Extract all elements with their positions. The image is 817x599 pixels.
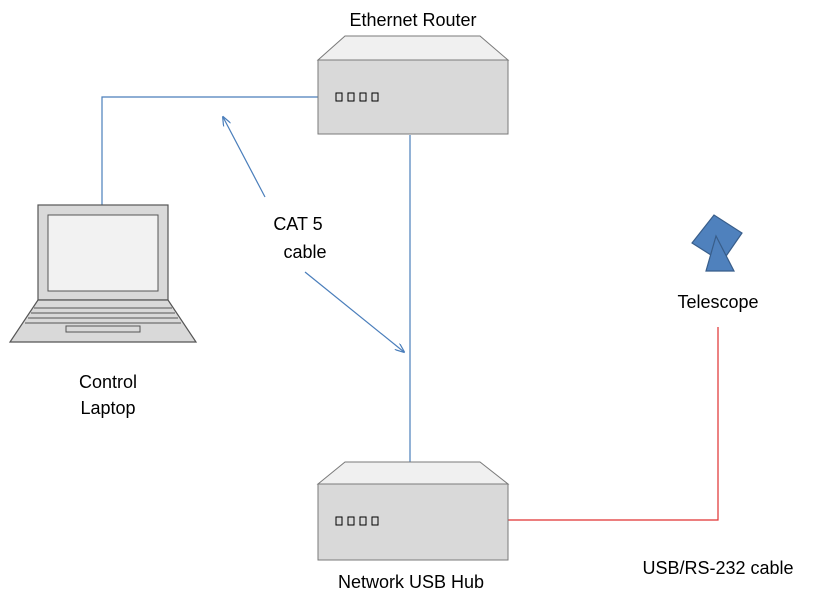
cat5-arrow-down — [304, 271, 404, 352]
hub-telescope-cable — [508, 327, 719, 521]
usb-cable-label: USB/RS-232 cable — [642, 558, 793, 578]
laptop-label-line2: Laptop — [80, 398, 135, 418]
hub-port-lights — [335, 516, 379, 526]
laptop-router-cable — [101, 96, 318, 205]
telescope-label: Telescope — [677, 292, 758, 312]
router-port-lights — [335, 92, 379, 102]
usb-hub-icon — [316, 461, 510, 561]
telescope-icon — [691, 214, 743, 272]
cat5-arrow-up — [223, 117, 266, 198]
laptop-label-line1: Control — [79, 372, 137, 392]
cable-label-line1: CAT 5 — [273, 214, 322, 234]
laptop-icon — [8, 204, 198, 343]
router-label: Ethernet Router — [349, 10, 476, 30]
cable-label-line2: cable — [283, 242, 326, 262]
router-icon — [316, 35, 510, 135]
hub-label: Network USB Hub — [338, 572, 484, 592]
